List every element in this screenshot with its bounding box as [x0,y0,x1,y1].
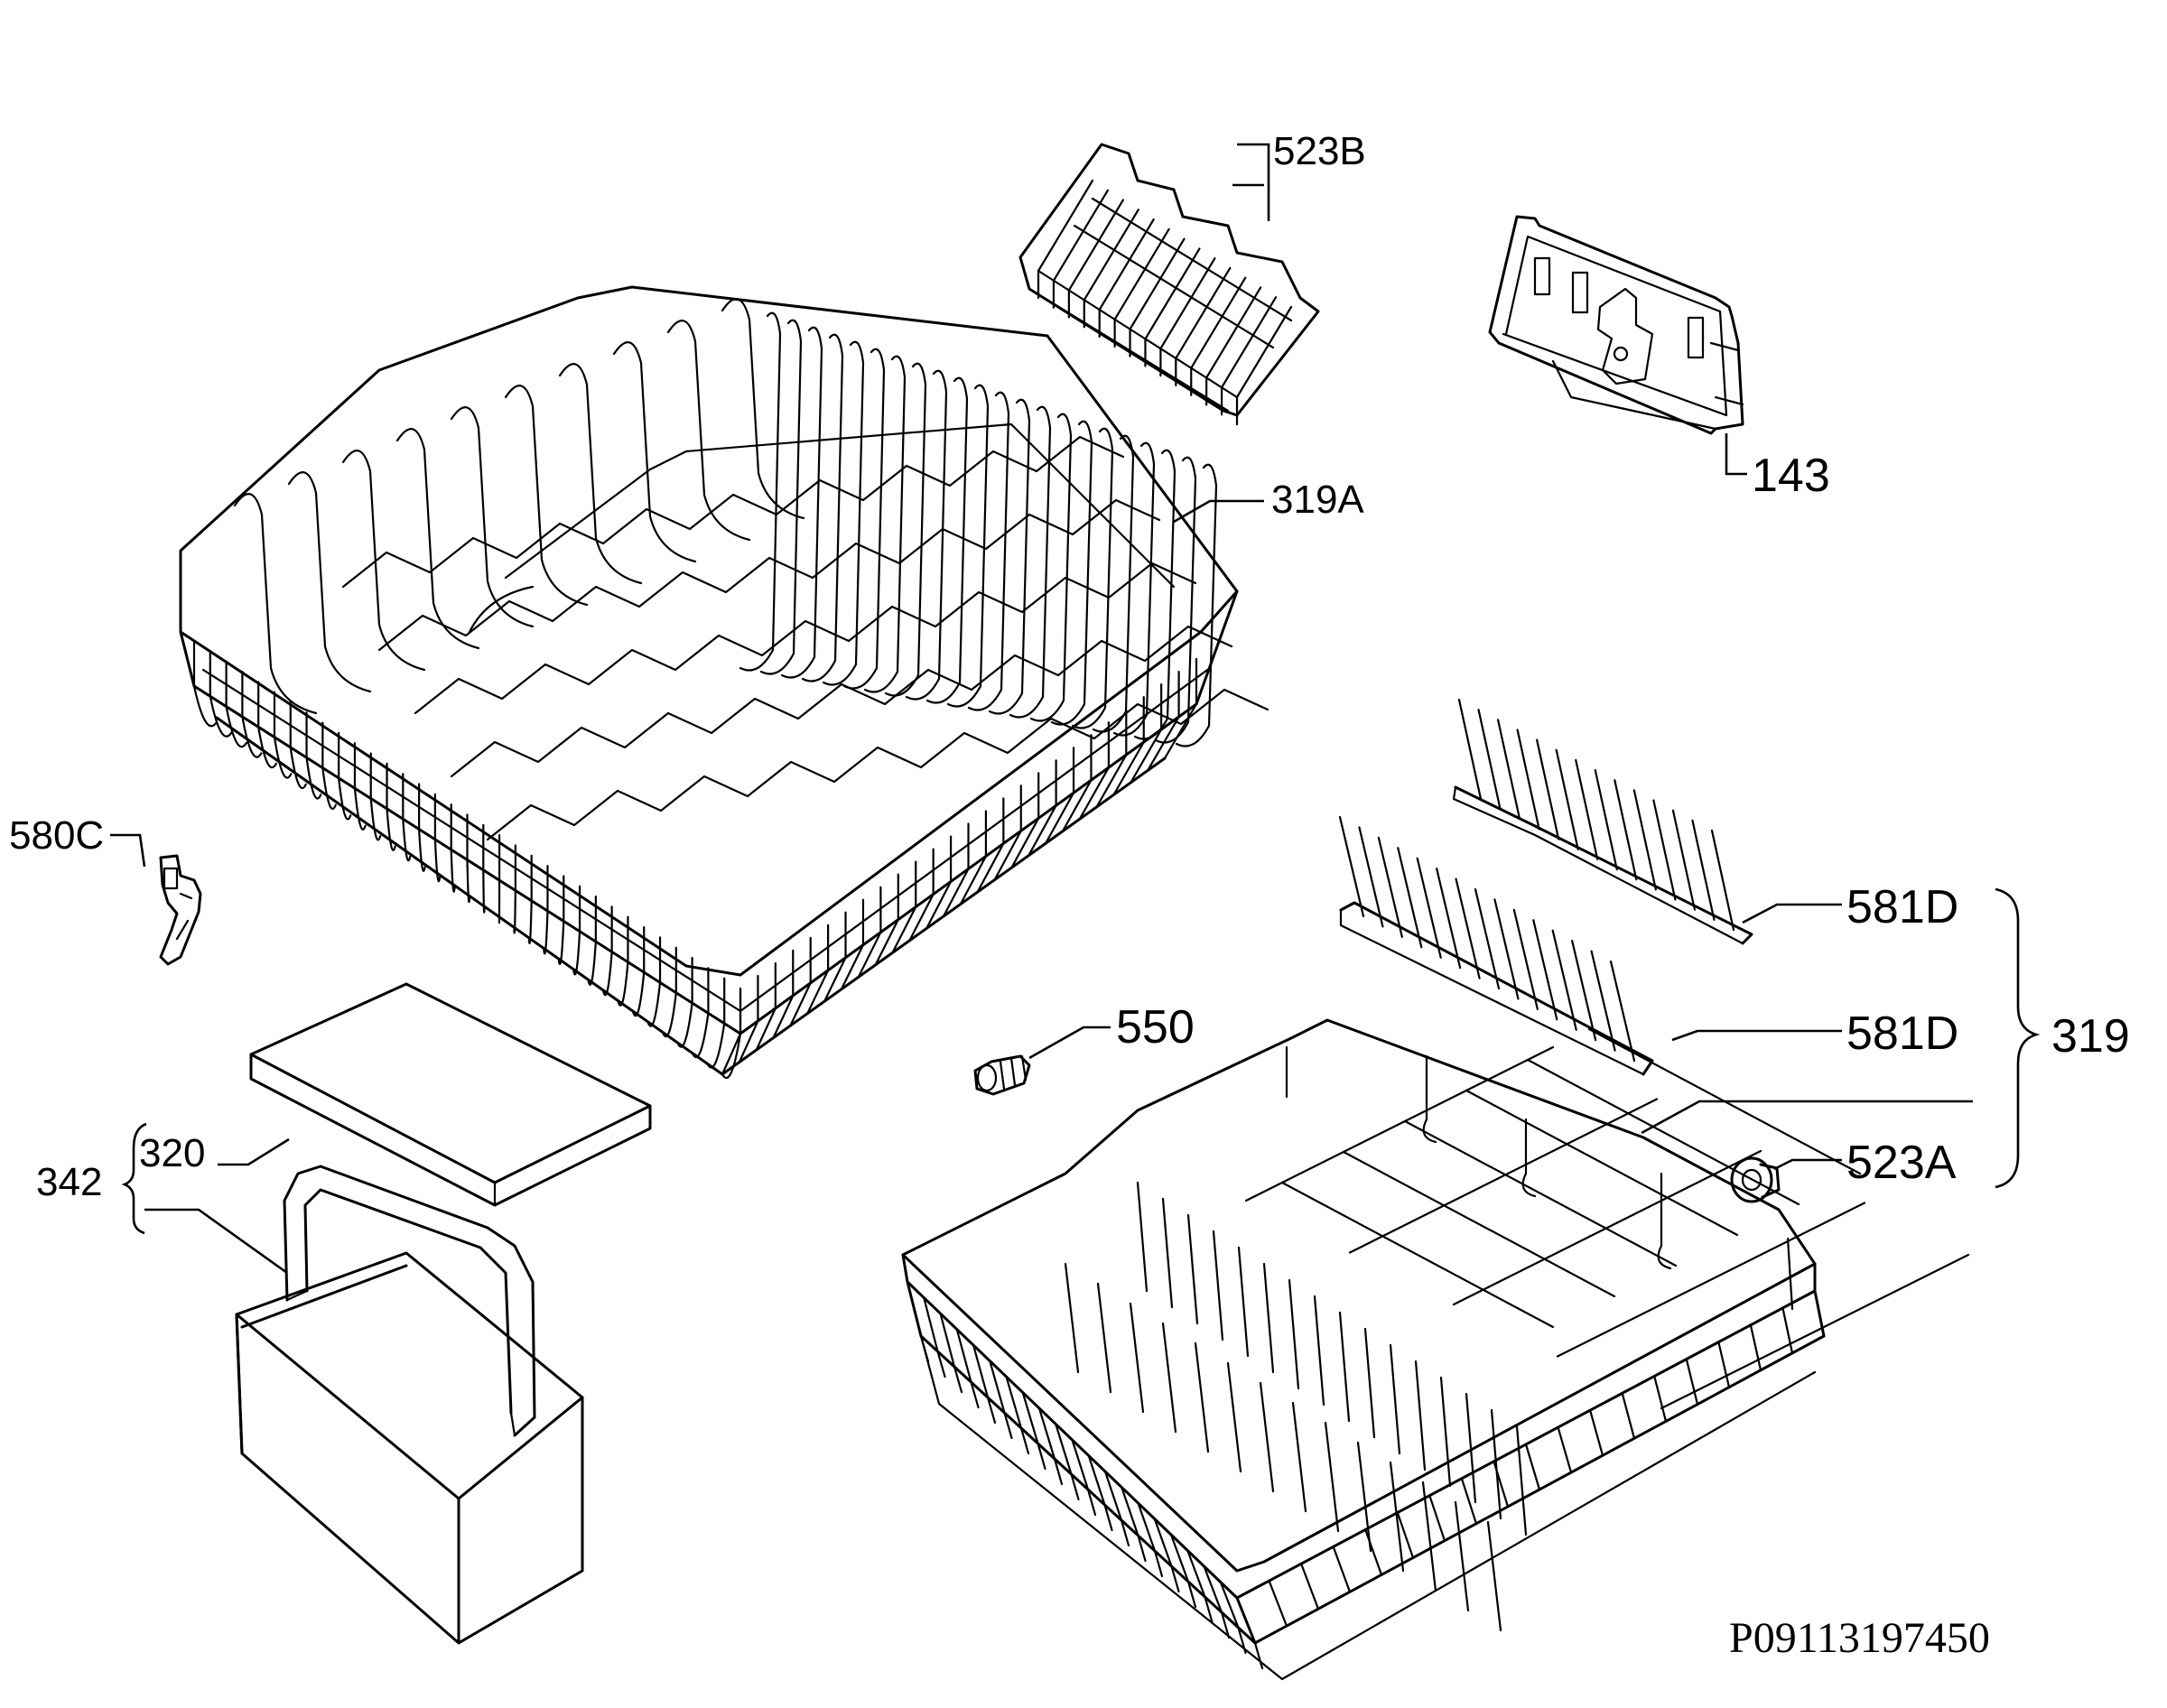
cutlery-grid-drawing [249,982,652,1207]
callout-550: 550 [1116,1001,1195,1054]
callout-581D-lower: 581D [1846,1007,1958,1060]
callout-320: 320 [139,1131,205,1175]
lower-basket-drawing [901,1018,1970,1681]
lower-basket-wheel-drawing [1730,1156,1781,1203]
callout-581D-upper: 581D [1846,881,1958,933]
rail-bracket-drawing [1488,215,1744,435]
cutlery-clip-drawing [159,854,202,966]
callout-523A: 523A [1846,1137,1957,1189]
basket-wheel-drawing [973,1054,1031,1096]
callout-523B: 523B [1273,129,1366,173]
upper-basket-drawing [179,285,1270,1080]
drawing-code: P09113197450 [1729,1614,1990,1662]
cup-rack-flaps-drawing [1338,698,1753,1076]
leader-lines [110,143,2041,1275]
cutlery-basket-drawing [235,1165,584,1645]
callout-319: 319 [2051,1010,2130,1063]
cup-rack-drawing [1018,143,1320,426]
callout-580C: 580C [9,813,104,858]
callout-319A: 319A [1271,478,1364,522]
callout-labels: 523B 143 319A 580C 320 342 550 581D 581D… [9,129,2130,1662]
callout-342: 342 [36,1160,102,1204]
callout-143: 143 [1752,450,1830,502]
